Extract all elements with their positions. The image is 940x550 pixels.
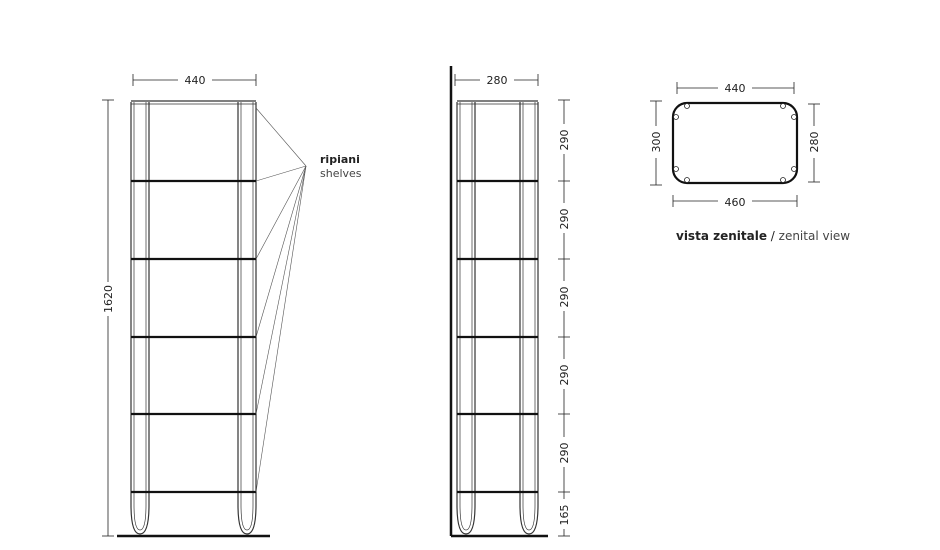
side-shelves xyxy=(457,179,538,494)
top-view-post xyxy=(673,114,679,120)
front-width-label: 440 xyxy=(185,74,206,87)
top-view-caption-en: zenital view xyxy=(779,229,851,243)
top-view xyxy=(671,101,799,185)
front-view xyxy=(117,100,307,538)
top-view-post xyxy=(791,114,797,120)
shelf-spacing-label: 165 xyxy=(558,505,571,526)
callout-label-it: ripiani xyxy=(320,153,360,166)
front-height-dimension xyxy=(102,99,114,537)
top-view-bottom-width-label: 460 xyxy=(725,196,746,209)
side-view xyxy=(449,66,548,538)
top-view-left-depth-label: 300 xyxy=(650,132,663,153)
side-front-upright xyxy=(519,102,539,535)
shelf-spacing-label: 290 xyxy=(558,287,571,308)
top-view-caption: vista zenitale / zenital view xyxy=(676,229,850,243)
top-view-post xyxy=(673,166,679,172)
shelf-spacing-label: 290 xyxy=(558,365,571,386)
top-view-post xyxy=(684,177,690,183)
shelf-spacing-label: 290 xyxy=(558,209,571,230)
shelf-spacing-label: 290 xyxy=(558,443,571,464)
top-view-posts xyxy=(673,103,797,183)
shelf-spacing-label: 290 xyxy=(558,130,571,151)
top-view-right-depth-label: 280 xyxy=(808,132,821,153)
top-view-post xyxy=(684,103,690,109)
side-back-upright xyxy=(456,102,476,535)
shelf-spacing-labels: 290 290 290 290 290 165 xyxy=(556,124,572,529)
front-shelves xyxy=(131,179,256,494)
front-left-upright xyxy=(130,102,150,535)
top-view-outline xyxy=(671,101,799,185)
top-view-caption-it: vista zenitale xyxy=(676,229,767,243)
front-height-label: 1620 xyxy=(102,285,115,313)
side-width-label: 280 xyxy=(487,74,508,87)
top-view-post xyxy=(780,103,786,109)
shelf-spacing-dimension xyxy=(558,99,570,537)
callout-label-en: shelves xyxy=(320,167,362,180)
top-view-post xyxy=(791,166,797,172)
top-view-top-width-label: 440 xyxy=(725,82,746,95)
top-view-caption-sep: / xyxy=(767,229,779,243)
callout-leaders xyxy=(255,107,307,493)
top-view-post xyxy=(780,177,786,183)
front-right-upright xyxy=(237,102,257,535)
